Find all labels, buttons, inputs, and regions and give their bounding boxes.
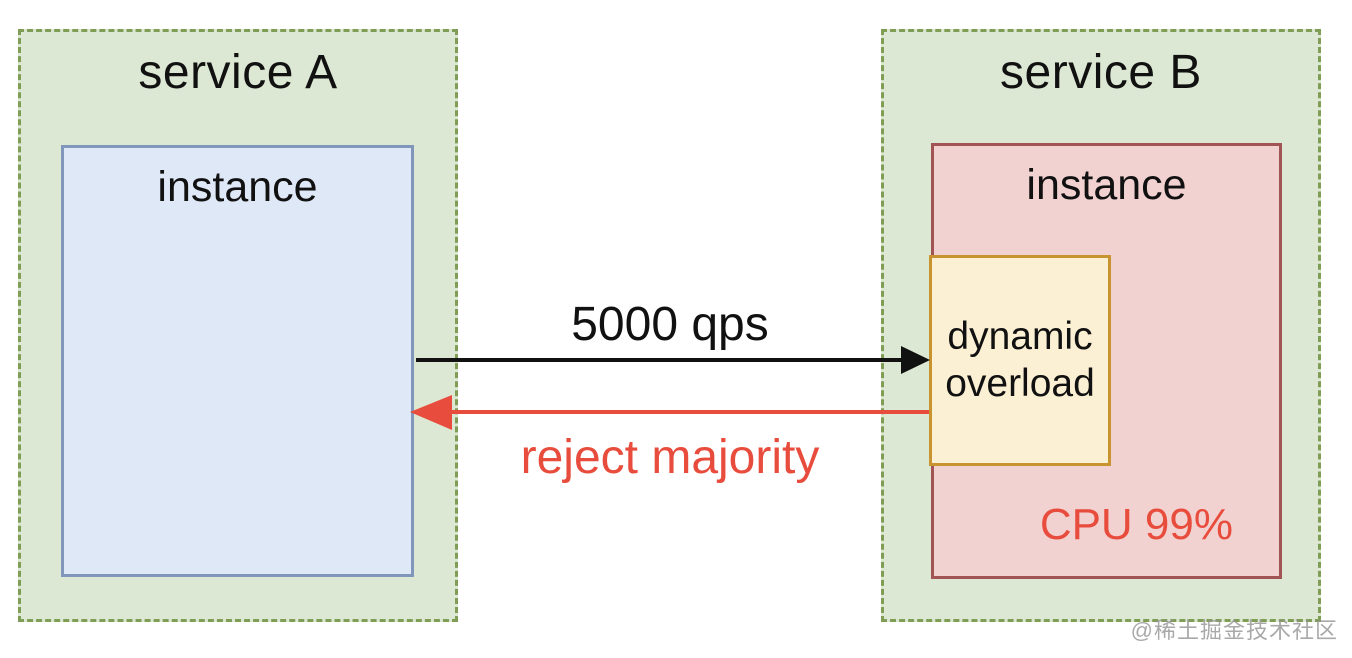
service-a-instance-box: instance [61, 145, 414, 577]
reject-arrow-label: reject majority [520, 431, 820, 484]
service-b-box: service B instance CPU 99% [881, 29, 1321, 622]
service-b-instance-label: instance [1026, 161, 1187, 209]
service-a-box: service A instance [18, 29, 458, 622]
service-a-title: service A [138, 46, 338, 99]
cpu-usage-label: CPU 99% [1039, 500, 1233, 549]
dynamic-overload-label: dynamic overload [945, 314, 1095, 405]
watermark-text: @稀土掘金技术社区 [1130, 618, 1338, 643]
service-b-title: service B [1000, 46, 1202, 99]
service-a-instance-label: instance [157, 163, 318, 211]
dynamic-overload-box: dynamic overload [929, 255, 1111, 466]
request-arrow-label: 5000 qps [571, 298, 769, 351]
